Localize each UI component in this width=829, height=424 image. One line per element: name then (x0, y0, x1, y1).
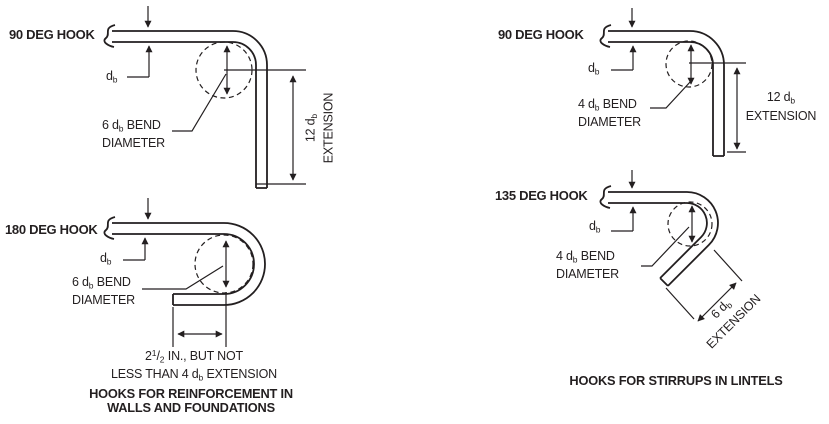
bar-break-symbol (599, 24, 612, 48)
figure-title-text: 135 DEG HOOK (495, 188, 588, 203)
caption-walls-foundations: HOOKS FOR REINFORCEMENT IN WALLS AND FOU… (89, 386, 293, 415)
bend-label-leader (650, 80, 692, 109)
figure-title-135-deg-hook-lintels: 135 DEG HOOK (495, 189, 588, 203)
bar-diameter-label: db (106, 69, 118, 85)
figure-135-deg-hook-lintels (599, 170, 743, 322)
bend-label-leader (641, 226, 690, 267)
hook-bar-outline (608, 191, 719, 287)
figure-title-180-deg-hook-walls: 180 DEG HOOK (5, 223, 98, 237)
bend-diameter-circle (665, 40, 713, 88)
figure-title-text: 90 DEG HOOK (498, 27, 584, 42)
bar-break-symbol (599, 185, 612, 209)
extension-label: 12 db EXTENSION (745, 90, 817, 123)
figure-180-deg-hook-walls (103, 198, 266, 347)
figure-90-deg-hook-lintels (599, 8, 746, 157)
hook-bar-outline (112, 30, 268, 189)
bend-diameter-circle (194, 234, 254, 294)
bend-label-leader (142, 265, 224, 290)
bend-diameter-label: 6 db BEND DIAMETER (72, 275, 135, 307)
extension-dimension-arrow (697, 282, 737, 322)
bar-break-symbol (103, 216, 116, 240)
bar-break-symbol (103, 24, 116, 48)
figure-90-deg-hook-walls (103, 6, 306, 189)
extension-note: 21/2 IN., BUT NOT LESS THAN 4 db EXTENSI… (111, 348, 277, 382)
figure-title-text: 90 DEG HOOK (9, 27, 95, 42)
bar-diameter-label: db (589, 219, 601, 235)
hook-bar-outline (112, 222, 266, 306)
caption-stirrups-lintels: HOOKS FOR STIRRUPS IN LINTELS (569, 373, 783, 388)
extension-label: 12 db EXTENSION (303, 92, 335, 164)
bend-diameter-circle (667, 201, 713, 247)
bar-diameter-label: db (588, 61, 600, 77)
figure-title-90-deg-hook-walls: 90 DEG HOOK (9, 28, 95, 42)
extension-lower-tick (665, 287, 695, 320)
extension-upper-tick (713, 249, 743, 282)
bar-diameter-label: db (100, 251, 112, 267)
bend-label-leader (172, 73, 227, 132)
bend-diameter-label: 4 db BEND DIAMETER (556, 249, 619, 281)
bend-diameter-label: 6 db BEND DIAMETER (102, 118, 165, 150)
figure-title-90-deg-hook-lintels: 90 DEG HOOK (498, 28, 584, 42)
figure-title-text: 180 DEG HOOK (5, 222, 98, 237)
bend-diameter-label: 4 db BEND DIAMETER (578, 97, 641, 129)
